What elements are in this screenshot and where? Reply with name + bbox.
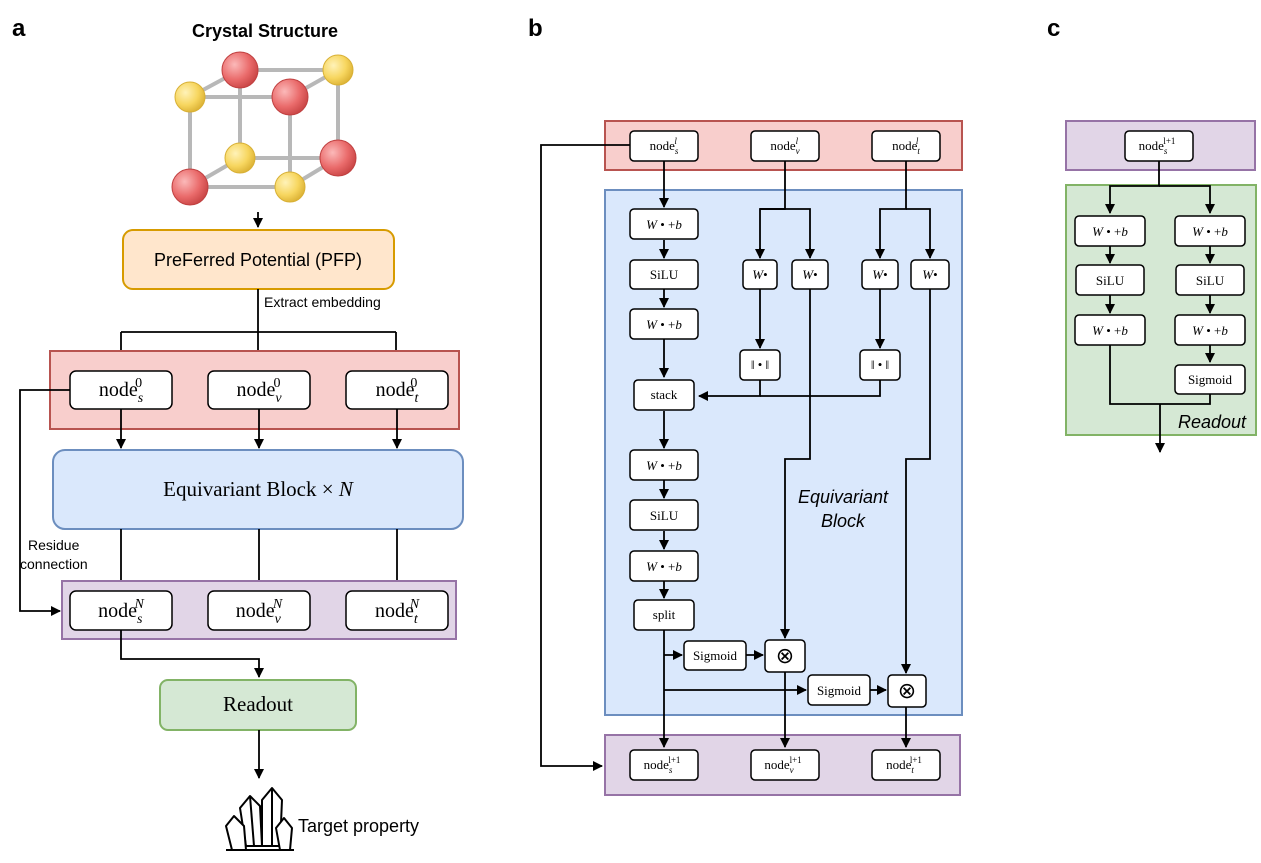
b-stack-box bbox=[633, 379, 695, 411]
b-multiply-v-icon: ⊗ bbox=[776, 643, 794, 668]
c-silu-b-label: SiLU bbox=[1196, 273, 1225, 288]
b-weight-v2-label: W• bbox=[802, 267, 817, 282]
b-sigmoid-t-box bbox=[807, 674, 871, 706]
c-linear-1a-box bbox=[1074, 215, 1146, 247]
b-stack-label: stack bbox=[651, 387, 678, 402]
pfp-label: PreFerred Potential (PFP) bbox=[154, 250, 362, 270]
b-node-v-l-label: nodevl bbox=[770, 136, 799, 156]
node-t-N-box bbox=[345, 590, 449, 631]
node-v-N-label: nodevN bbox=[236, 597, 283, 627]
extract-embedding-label: Extract embedding bbox=[264, 294, 381, 310]
b-split-box bbox=[633, 599, 695, 631]
b-node-s-l-label: nodesl bbox=[650, 136, 679, 156]
b-wires bbox=[540, 144, 935, 771]
b-linear-4-box bbox=[629, 550, 699, 582]
b-silu-2-box bbox=[629, 499, 699, 531]
b-norm-t-label: ‖ • ‖ bbox=[871, 357, 889, 372]
b-multiply-t-icon: ⊗ bbox=[898, 678, 916, 703]
c-node-s-l1-label: nodesl+1 bbox=[1139, 136, 1176, 156]
b-weight-t2-box bbox=[910, 259, 950, 290]
b-linear-4-label: W • +b bbox=[646, 559, 682, 574]
c-silu-a-label: SiLU bbox=[1096, 273, 1125, 288]
b-linear-1-label: W • +b bbox=[646, 217, 682, 232]
b-multiply-t-box bbox=[887, 674, 927, 708]
b-norm-v-label: ‖ • ‖ bbox=[751, 357, 769, 372]
equivariant-block-label: Equivariant Block × N bbox=[163, 477, 354, 501]
c-silu-a-box bbox=[1075, 264, 1145, 296]
node-v-N-box bbox=[207, 590, 311, 631]
c-linear-2a-label: W • +b bbox=[1092, 323, 1128, 338]
b-node-t-l1-label: nodetl+1 bbox=[886, 755, 922, 775]
b-node-t-l-box bbox=[871, 130, 941, 162]
b-linear-3-label: W • +b bbox=[646, 458, 682, 473]
b-node-v-l-box bbox=[750, 130, 820, 162]
b-norm-t-box bbox=[859, 349, 901, 381]
c-linear-1a-label: W • +b bbox=[1092, 224, 1128, 239]
b-weight-v2-box bbox=[791, 259, 829, 290]
b-node-s-l1-label: nodesl+1 bbox=[644, 755, 681, 775]
panel-label-c: c bbox=[1047, 15, 1060, 42]
c-linear-2b-label: W • +b bbox=[1192, 323, 1228, 338]
b-node-v-l1-label: nodevl+1 bbox=[764, 755, 801, 775]
crystal-lattice-icon bbox=[171, 51, 357, 206]
b-weight-v1-box bbox=[742, 259, 778, 290]
b-block-label-line1: Equivariant bbox=[798, 487, 889, 507]
c-sigmoid-box bbox=[1174, 364, 1246, 395]
node-t-N-label: nodetN bbox=[375, 597, 420, 627]
c-linear-2b-box bbox=[1174, 314, 1246, 346]
target-property-label: Target property bbox=[298, 816, 419, 836]
b-split-label: split bbox=[653, 607, 676, 622]
b-linear-3-box bbox=[629, 449, 699, 481]
b-silu-2-label: SiLU bbox=[650, 508, 679, 523]
c-linear-1b-box bbox=[1174, 215, 1246, 247]
c-linear-1b-label: W • +b bbox=[1192, 224, 1228, 239]
b-linear-2-box bbox=[629, 308, 699, 340]
crystal-cluster-icon bbox=[225, 787, 294, 851]
c-linear-2a-box bbox=[1074, 314, 1146, 346]
residue-label-line1: Residue bbox=[28, 537, 80, 553]
equivariant-block-stack bbox=[52, 449, 464, 530]
b-node-v-l1-box bbox=[750, 749, 820, 781]
b-weight-t2-label: W• bbox=[922, 267, 937, 282]
b-block-label-line2: Block bbox=[821, 511, 866, 531]
c-node-s-l1-box bbox=[1124, 130, 1194, 162]
c-silu-b-box bbox=[1175, 264, 1245, 296]
b-weight-t1-box bbox=[861, 259, 899, 290]
readout-label: Readout bbox=[223, 692, 293, 716]
crystal-structure-title: Crystal Structure bbox=[192, 21, 338, 41]
panel-label-b: b bbox=[528, 15, 543, 42]
b-norm-v-box bbox=[739, 349, 781, 381]
b-node-t-l1-box bbox=[871, 749, 941, 781]
b-linear-1-box bbox=[629, 208, 699, 240]
node-t-0-label: nodet0 bbox=[376, 376, 420, 406]
b-sigmoid-v-label: Sigmoid bbox=[693, 648, 738, 663]
b-weight-t1-label: W• bbox=[872, 267, 887, 282]
panel-label-a: a bbox=[12, 15, 26, 42]
b-silu-1-box bbox=[629, 259, 699, 290]
readout-box bbox=[159, 679, 357, 731]
b-sigmoid-v-box bbox=[683, 640, 747, 671]
c-sigmoid-label: Sigmoid bbox=[1188, 372, 1233, 387]
b-sigmoid-t-label: Sigmoid bbox=[817, 683, 862, 698]
b-node-s-l-box bbox=[629, 130, 699, 162]
b-multiply-v-box bbox=[764, 639, 806, 673]
c-readout-label: Readout bbox=[1178, 412, 1247, 432]
c-wires bbox=[1105, 161, 1215, 453]
node-s-0-label: nodes0 bbox=[99, 376, 144, 406]
node-v-0-label: nodev0 bbox=[236, 376, 282, 406]
b-linear-2-label: W • +b bbox=[646, 317, 682, 332]
b-silu-1-label: SiLU bbox=[650, 267, 679, 282]
b-weight-v1-label: W• bbox=[752, 267, 767, 282]
b-node-s-l1-box bbox=[629, 749, 699, 781]
residue-label-line2: connection bbox=[20, 556, 88, 572]
node-s-N-label: nodesN bbox=[98, 597, 144, 627]
b-node-t-l-label: nodetl bbox=[892, 136, 920, 156]
